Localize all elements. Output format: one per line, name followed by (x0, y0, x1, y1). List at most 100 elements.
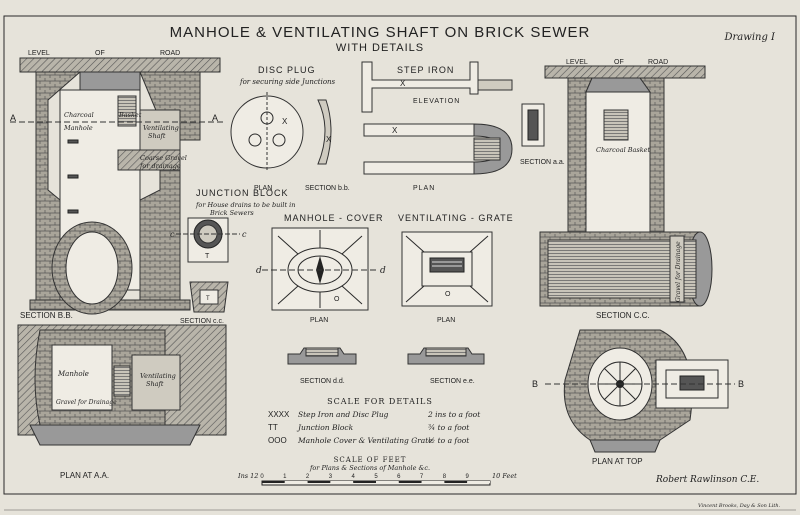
scale-segment (284, 481, 308, 483)
vent-grate-frame (421, 251, 473, 287)
scale-feet-left: Ins 12 (237, 472, 258, 480)
step-plan-label: PLAN (413, 185, 435, 192)
cover-d-left: d (256, 266, 262, 276)
plan-top-b-right: B (738, 379, 744, 389)
shaft-wall-right (139, 71, 201, 301)
author-signature: Robert Rawlinson C.E. (655, 475, 759, 485)
label-for-drainage: for drainage (139, 162, 181, 170)
scale-segment (376, 481, 399, 483)
disc-hole-2 (248, 133, 262, 147)
drawing-title: MANHOLE & VENTILATING SHAFT ON BRICK SEW… (170, 24, 591, 41)
scale-segment (330, 481, 354, 483)
disc-plug-title: DISC PLUG (258, 65, 316, 75)
disc-x-2: X (326, 135, 332, 144)
scale-tick-label: 1 (283, 474, 287, 480)
cover-plan-label: PLAN (310, 317, 328, 324)
junction-c-left: c (170, 230, 175, 239)
scale-of-feet: SCALE OF FEET for Plans & Sections of Ma… (237, 456, 517, 486)
scale-tick-label: 8 (443, 474, 447, 480)
scale-row-1-scale: 2 ins to a foot (427, 410, 481, 419)
step-plan-lower (363, 161, 475, 175)
vent-plan-label: PLAN (437, 317, 455, 324)
disc-x-1: X (282, 117, 288, 126)
scale-segment (444, 481, 468, 483)
manhole-cover-top (79, 71, 141, 91)
disc-plug-note: for securing side Junctions (239, 78, 336, 86)
right-charcoal-basket (603, 109, 629, 141)
junction-note-1: for House drains to be built in (195, 201, 295, 209)
manhole-cover-ribs (277, 230, 363, 308)
junction-title: JUNCTION BLOCK (196, 188, 289, 198)
disc-plan-label: PLAN (254, 185, 272, 192)
scale-segment (262, 481, 285, 483)
section-aa-basket (527, 109, 539, 141)
caption-plan-top: PLAN AT TOP (592, 457, 643, 466)
gravel-drainage (117, 149, 181, 171)
sewer-bore (65, 231, 119, 305)
step-plan-upper (363, 123, 475, 137)
scale-ticks: 0 1 2 3 4 5 6 7 8 9 (260, 474, 490, 483)
section-cc: LEVEL OF ROAD Charcoal Basket SECTION a.… (520, 59, 713, 320)
plan-top-sewer (589, 439, 661, 453)
scale-segment (398, 481, 422, 483)
step-x-2: X (392, 126, 398, 135)
scale-segment (307, 481, 331, 483)
step-elevation-label: ELEVATION (413, 98, 460, 105)
level-road-right-3: ROAD (648, 59, 668, 66)
step-x-1: X (400, 79, 406, 88)
scale-tick-label: 6 (397, 474, 401, 480)
gravel-strip (669, 235, 685, 303)
section-bb: LEVEL OF ROAD A A Charcoal Basket Manhol… (10, 50, 225, 320)
printer-credit: Vincent Brooks, Day & Son Lith. (698, 503, 781, 509)
scale-tick-label: 0 (260, 474, 264, 480)
caption-section-cc: SECTION C.C. (596, 311, 650, 320)
cover-section-label: SECTION d.d. (300, 378, 345, 385)
scale-feet-right: 10 Feet (492, 472, 517, 480)
scale-row-2-desc: Junction Block (296, 423, 354, 432)
step-iron-elevation (361, 61, 479, 113)
label-a-right: A (212, 113, 218, 123)
vent-grate-legs (405, 235, 489, 303)
scale-tick-label: 7 (420, 474, 424, 480)
plan-aa-sewer (29, 424, 201, 446)
scale-feet-sub: for Plans & Sections of Manhole &c. (309, 464, 430, 472)
scale-tick-label: 4 (352, 474, 356, 480)
vent-grate-slots (432, 261, 462, 267)
label-charcoal: Charcoal (64, 111, 94, 119)
disc-section-label: SECTION b.b. (305, 185, 350, 192)
drawing-number: Drawing I (724, 32, 777, 43)
vent-section-label: SECTION e.e. (430, 378, 475, 385)
label-coarse-gravel: Coarse Gravel (140, 154, 187, 162)
ventilating-grate: VENTILATING - GRATE O PLAN SECTION e.e. (398, 213, 513, 385)
plan-aa-vent-label: Ventilating (140, 372, 176, 380)
drawing-subtitle: WITH DETAILS (336, 42, 424, 54)
scale-tick-label: 5 (374, 474, 378, 480)
cover-d-right: d (380, 266, 386, 276)
cover-o-label: O (334, 296, 340, 303)
step-plan-tread (473, 137, 501, 161)
scale-tick-label: 9 (466, 474, 470, 480)
charcoal-basket (117, 95, 137, 127)
level-road-left-1: LEVEL (28, 50, 50, 57)
junction-t-label: T (205, 253, 210, 260)
level-road-right-2: OF (614, 59, 624, 66)
scale-segment (421, 481, 445, 483)
section-aa-label: SECTION a.a. (520, 159, 565, 166)
scale-row-2-key: TT (268, 423, 278, 432)
scale-tick-label: 3 (329, 474, 333, 480)
plan-aa-manhole (51, 344, 113, 411)
manhole-cover-section-grid (305, 347, 339, 357)
junction-section-label: SECTION c.c. (180, 318, 224, 325)
right-shaft-cover (585, 77, 651, 93)
step-iron-title: STEP IRON (397, 65, 454, 75)
manhole-cover: MANHOLE - COVER d d O PLAN SECTION d.d. (256, 213, 386, 385)
plan-aa-vent (131, 354, 181, 411)
step-iron: STEP IRON X ELEVATION X PLAN (361, 61, 513, 192)
scale-row-3-scale: ½ to a foot (428, 436, 470, 445)
manhole-cover-title: MANHOLE - COVER (284, 213, 384, 223)
level-road-left-3: ROAD (160, 50, 180, 57)
scale-tick-label: 2 (306, 474, 310, 480)
caption-plan-aa: PLAN AT A.A. (60, 471, 109, 480)
scale-for-details: SCALE FOR DETAILS XXXX Step Iron and Dis… (268, 397, 481, 445)
